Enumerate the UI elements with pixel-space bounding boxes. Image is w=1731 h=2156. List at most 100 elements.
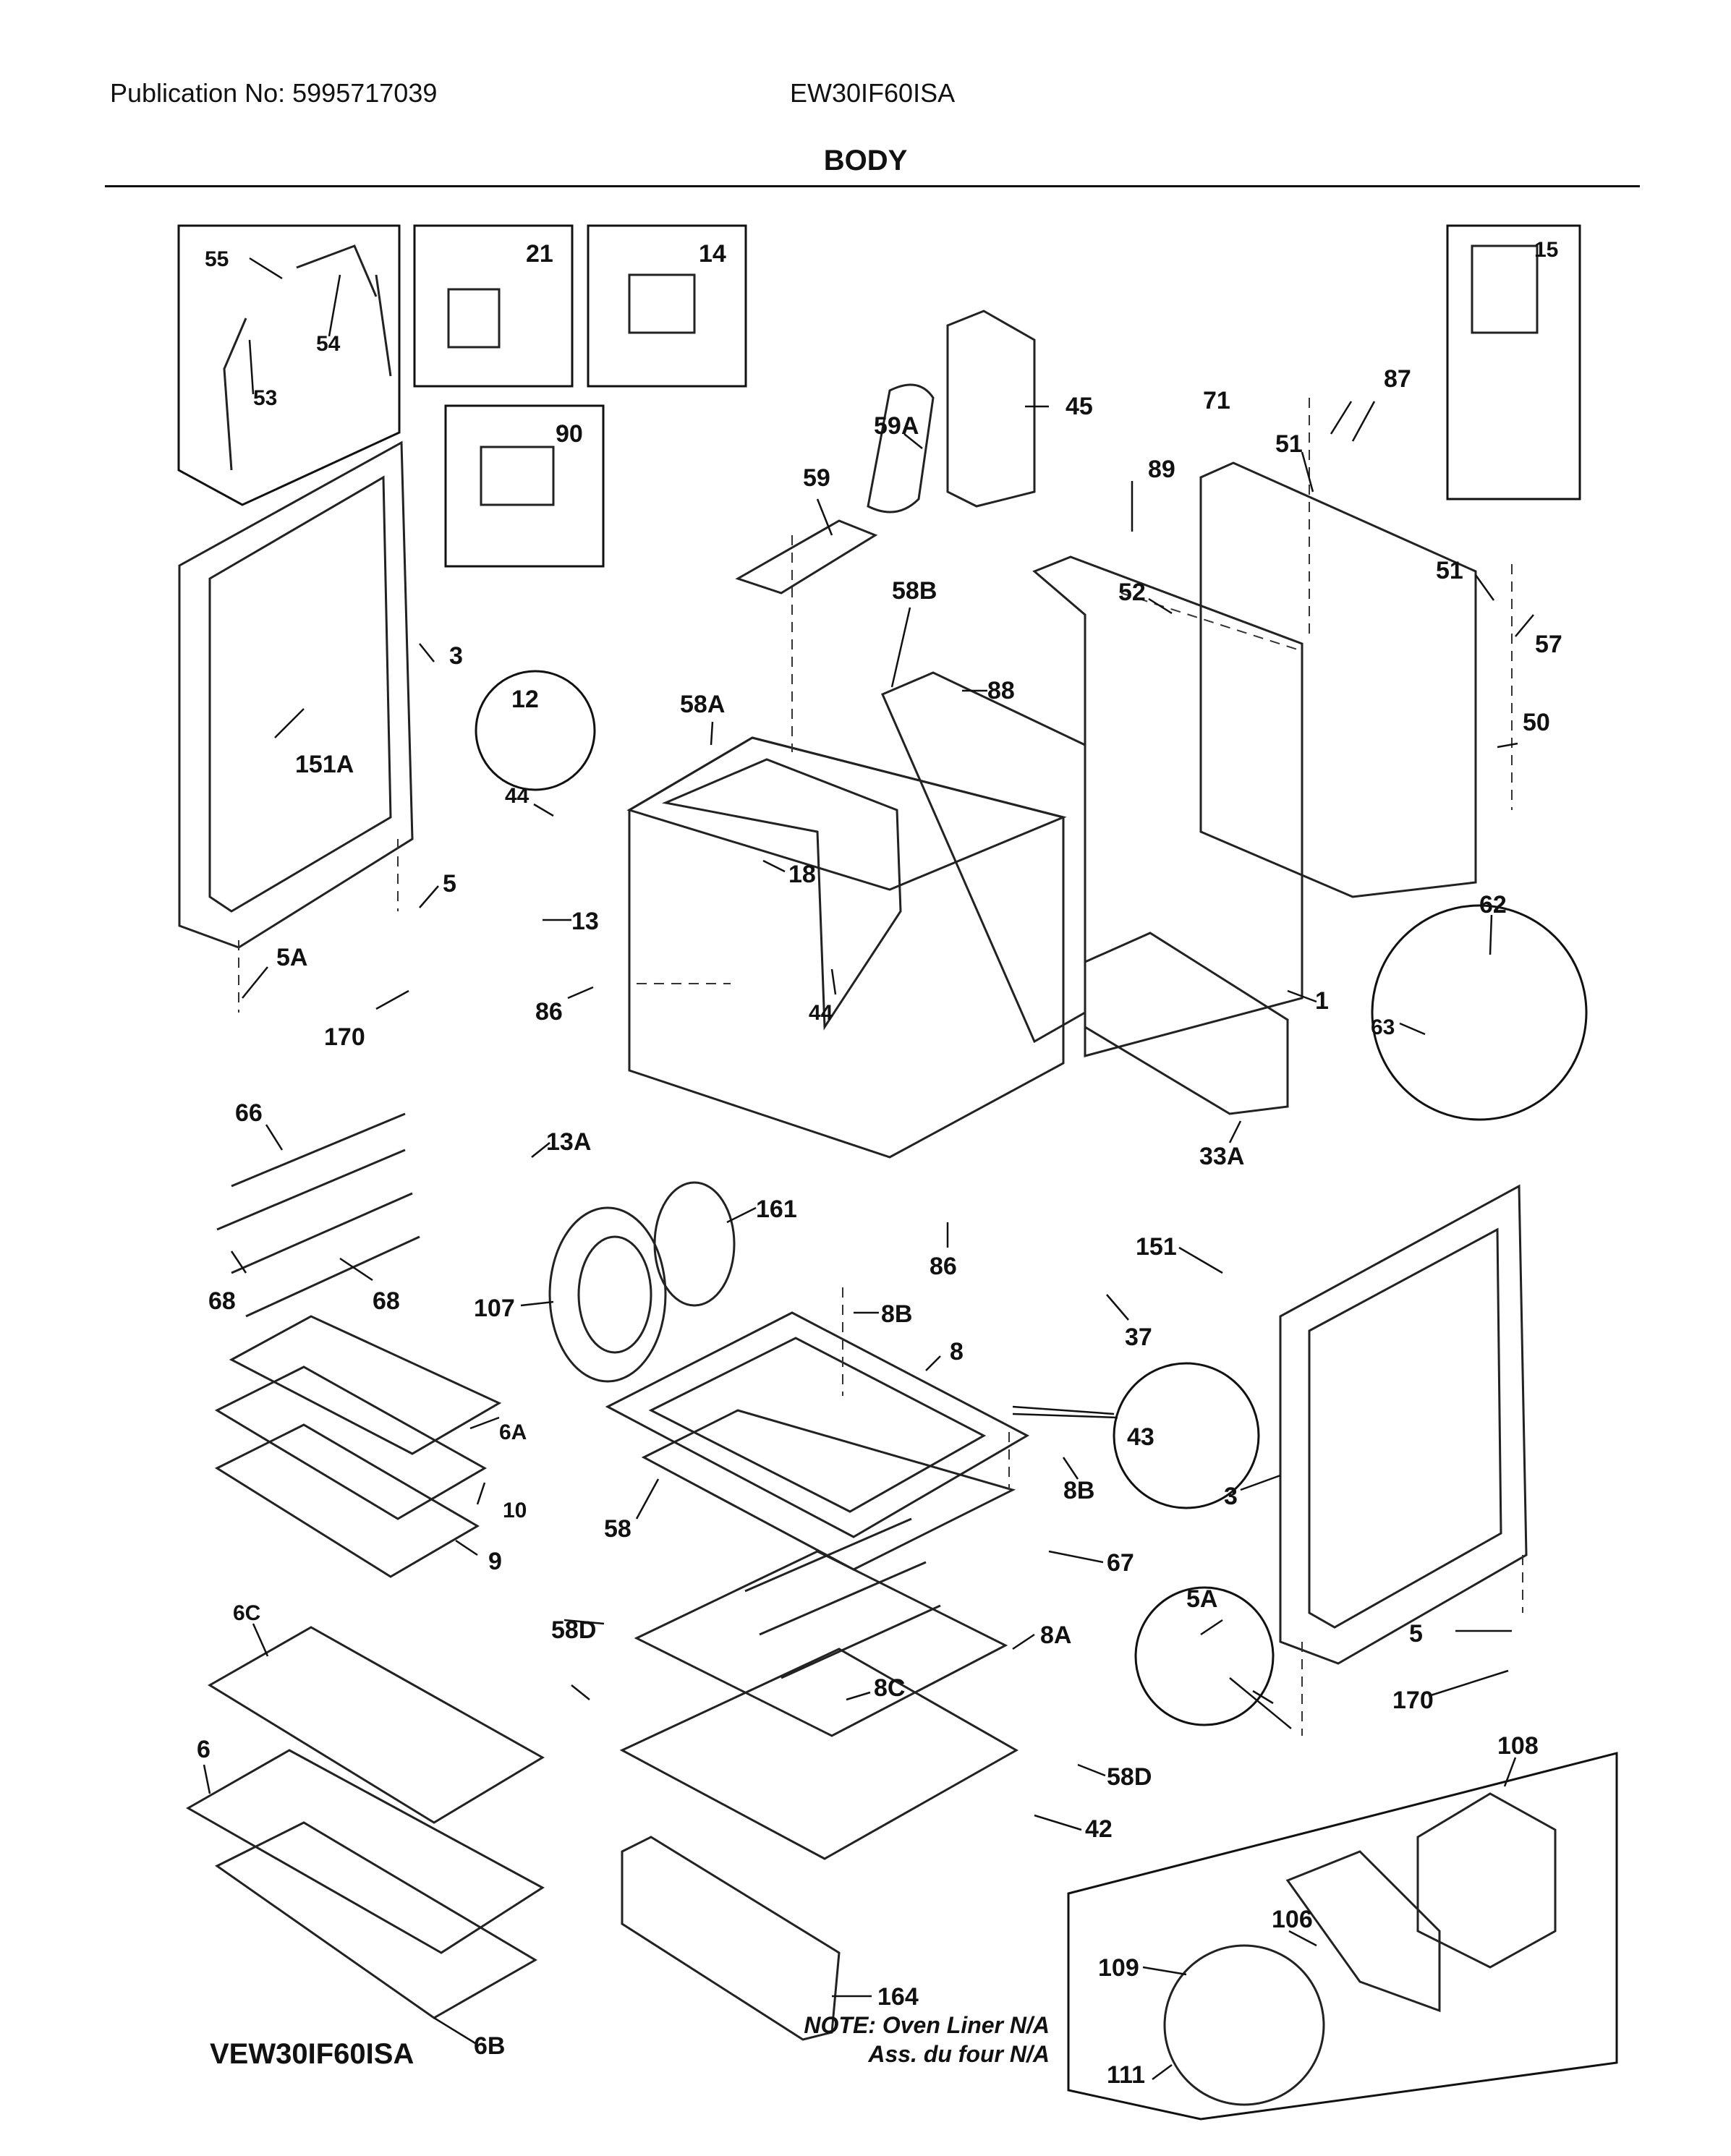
callout-58: 58 (604, 1515, 631, 1543)
callout-54: 54 (316, 332, 341, 356)
publication-number: Publication No: 5995717039 (110, 78, 438, 108)
callout-33A: 33A (1199, 1143, 1244, 1170)
callout-58D-right: 58D (1107, 1763, 1152, 1791)
part-15-sketch (1471, 244, 1539, 334)
rear-cover-outline (1199, 461, 1477, 898)
callout-1: 1 (1315, 987, 1329, 1015)
vent-duct-outline (946, 310, 1036, 508)
callout-51-right: 51 (1436, 557, 1463, 584)
callout-18: 18 (788, 861, 816, 888)
callout-68-right: 68 (373, 1287, 400, 1315)
broil-element-66-outline (216, 1112, 420, 1318)
kick-panel-outline (1084, 932, 1289, 1115)
part-14-sketch (628, 273, 696, 334)
broil-pan-9-outline (214, 1423, 480, 1578)
callout-62: 62 (1479, 891, 1507, 919)
detail-circle-43 (1113, 1362, 1260, 1509)
callout-71: 71 (1203, 387, 1230, 414)
callout-86-upper: 86 (535, 998, 563, 1026)
callout-8B-upper: 8B (881, 1300, 912, 1328)
callout-37: 37 (1125, 1324, 1152, 1351)
fan-blade-outline (1163, 1944, 1325, 2106)
callout-6B: 6B (474, 2032, 505, 2060)
vent-channel-outline (735, 519, 878, 595)
insulation-back-outline (881, 671, 1086, 1044)
callout-66: 66 (235, 1099, 263, 1127)
callout-108: 108 (1497, 1732, 1539, 1760)
side-panel-left-outline (178, 440, 414, 949)
callout-3-left: 3 (449, 642, 463, 670)
gasket-161-outline (653, 1181, 736, 1307)
liner-note-french: Ass. du four N/A (868, 2041, 1050, 2067)
callout-8A: 8A (1040, 1622, 1071, 1649)
callout-14: 14 (699, 240, 726, 268)
callout-59: 59 (803, 464, 830, 492)
bottom-tray-outline (605, 1311, 1030, 1538)
callout-67: 67 (1107, 1549, 1134, 1577)
fan-motor-outline (1416, 1792, 1557, 1969)
rack-6-outline (185, 1749, 545, 1954)
callout-89: 89 (1148, 456, 1175, 483)
thermal-sensor-sketch (223, 244, 392, 471)
callout-13: 13 (571, 908, 599, 935)
inset-box-part-14 (587, 224, 747, 388)
back-panel-outline (1032, 555, 1303, 1057)
drawer-front-outline (621, 1836, 841, 2041)
leader-lines (203, 257, 1534, 2081)
callout-170-left: 170 (324, 1023, 365, 1051)
side-panel-right-outline (1279, 1184, 1528, 1665)
callout-57: 57 (1535, 631, 1562, 658)
inset-box-fan-assembly (1067, 1752, 1618, 2121)
callout-88: 88 (987, 677, 1015, 704)
fan-bracket-outline (1285, 1850, 1441, 2013)
liner-note: NOTE: Oven Liner N/A Ass. du four N/A (804, 2011, 1050, 2068)
callout-68-left: 68 (208, 1287, 236, 1315)
vent-tube-outline (867, 383, 935, 514)
convection-cover-inner (577, 1235, 652, 1354)
callout-87: 87 (1384, 365, 1411, 393)
callout-109: 109 (1098, 1954, 1139, 1982)
callout-52: 52 (1118, 579, 1146, 606)
callout-9: 9 (488, 1548, 502, 1575)
detail-circle-5A (1134, 1586, 1275, 1726)
assembly-lines (238, 398, 1523, 1736)
detail-circle-62 (1371, 904, 1588, 1121)
callout-8C: 8C (874, 1674, 905, 1702)
callout-164: 164 (877, 1983, 919, 2011)
callout-45: 45 (1066, 393, 1093, 420)
callout-6A: 6A (499, 1420, 527, 1444)
callout-58A: 58A (680, 691, 725, 718)
detail-circle-12 (475, 670, 596, 791)
callout-43: 43 (1127, 1423, 1154, 1451)
callout-12: 12 (511, 686, 539, 713)
liner-note-english: NOTE: Oven Liner N/A (804, 2012, 1050, 2038)
callout-50: 50 (1523, 709, 1550, 736)
callout-111: 111 (1107, 2061, 1145, 2089)
callout-51-top: 51 (1275, 430, 1303, 458)
part-outlines (178, 244, 1557, 2106)
rack-6C-outline (208, 1626, 545, 1824)
callout-90: 90 (556, 420, 583, 448)
oven-cavity-top (626, 736, 1067, 891)
callout-8: 8 (950, 1338, 964, 1365)
callout-151: 151 (1136, 1233, 1177, 1261)
callout-13A: 13A (546, 1128, 591, 1156)
callout-6C: 6C (233, 1601, 260, 1625)
part-90-sketch (480, 446, 555, 506)
bottom-tray-inner (648, 1337, 987, 1513)
callout-5-right: 5 (1409, 1620, 1423, 1648)
callout-58B: 58B (892, 577, 937, 605)
rack-6A-outline (229, 1315, 502, 1455)
callout-55: 55 (205, 247, 229, 271)
callout-44-upper: 44 (505, 784, 529, 808)
inset-box-part-90 (444, 404, 605, 568)
side-panel-left-window (208, 475, 392, 913)
callout-59A: 59A (874, 412, 919, 440)
broil-pan-10-outline (214, 1365, 488, 1520)
side-panel-right-window (1308, 1227, 1502, 1629)
callout-42: 42 (1085, 1815, 1113, 1843)
callout-170-right: 170 (1392, 1687, 1434, 1714)
callout-5A-left: 5A (276, 944, 307, 971)
